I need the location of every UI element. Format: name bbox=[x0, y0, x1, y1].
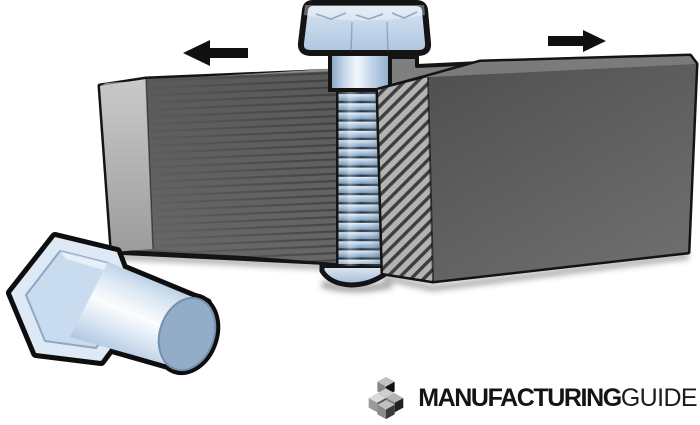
logo-text-bold: MANUFACTURING bbox=[418, 383, 622, 412]
right-motion-arrow-icon bbox=[548, 30, 606, 52]
bolt-blank bbox=[297, 0, 432, 92]
logo-text-light: GUIDE bbox=[620, 383, 698, 412]
left-die bbox=[97, 68, 342, 266]
foreground-blank-bolt bbox=[6, 232, 221, 376]
die-serrations bbox=[146, 71, 336, 263]
logo-wordmark: MANUFACTURINGGUIDE bbox=[418, 383, 698, 412]
hex-head bbox=[297, 0, 432, 56]
right-die bbox=[375, 53, 699, 284]
ground-shadows bbox=[109, 252, 690, 293]
cubes-logo-icon bbox=[368, 376, 404, 420]
bolt-shank-end bbox=[157, 296, 217, 372]
manufacturing-guide-logo: MANUFACTURINGGUIDE bbox=[361, 373, 698, 423]
die-thread-forming-face bbox=[378, 77, 433, 281]
left-motion-arrow-icon bbox=[183, 40, 248, 66]
